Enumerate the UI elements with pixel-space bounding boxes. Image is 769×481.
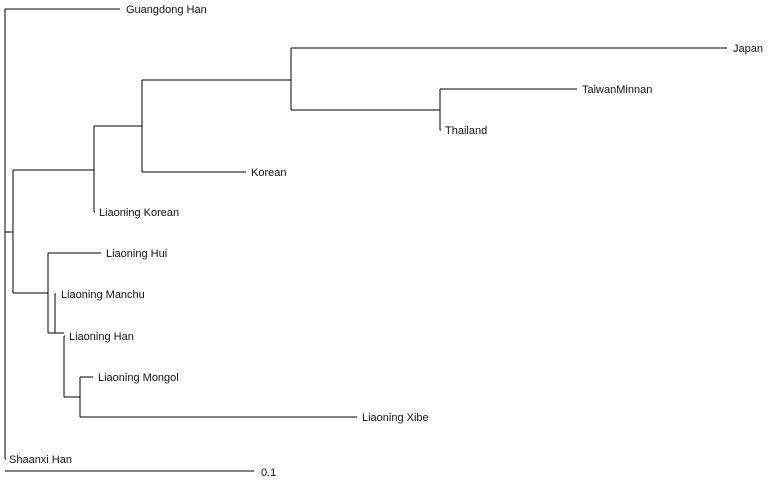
taxon-label: Liaoning Xibe bbox=[362, 412, 429, 424]
scale-bar-label: 0.1 bbox=[261, 467, 276, 479]
taxon-label: Korean bbox=[251, 167, 286, 179]
taxon-label: Liaoning Han bbox=[69, 331, 134, 343]
taxon-label: Liaoning Mongol bbox=[98, 372, 179, 384]
taxon-label: Liaoning Manchu bbox=[61, 289, 145, 301]
tree-branches bbox=[4, 8, 727, 460]
taxon-label: Liaoning Hui bbox=[106, 248, 167, 260]
taxon-labels: Guangdong Han Japan TaiwanMinnan Thailan… bbox=[9, 4, 763, 466]
scale-bar: 0.1 bbox=[5, 467, 276, 479]
taxon-label: Guangdong Han bbox=[126, 4, 207, 16]
taxon-label: Shaanxi Han bbox=[9, 454, 72, 466]
taxon-label: Liaoning Korean bbox=[99, 207, 179, 219]
taxon-label: Thailand bbox=[445, 125, 487, 137]
taxon-label: TaiwanMinnan bbox=[582, 84, 652, 96]
taxon-label: Japan bbox=[733, 43, 763, 55]
